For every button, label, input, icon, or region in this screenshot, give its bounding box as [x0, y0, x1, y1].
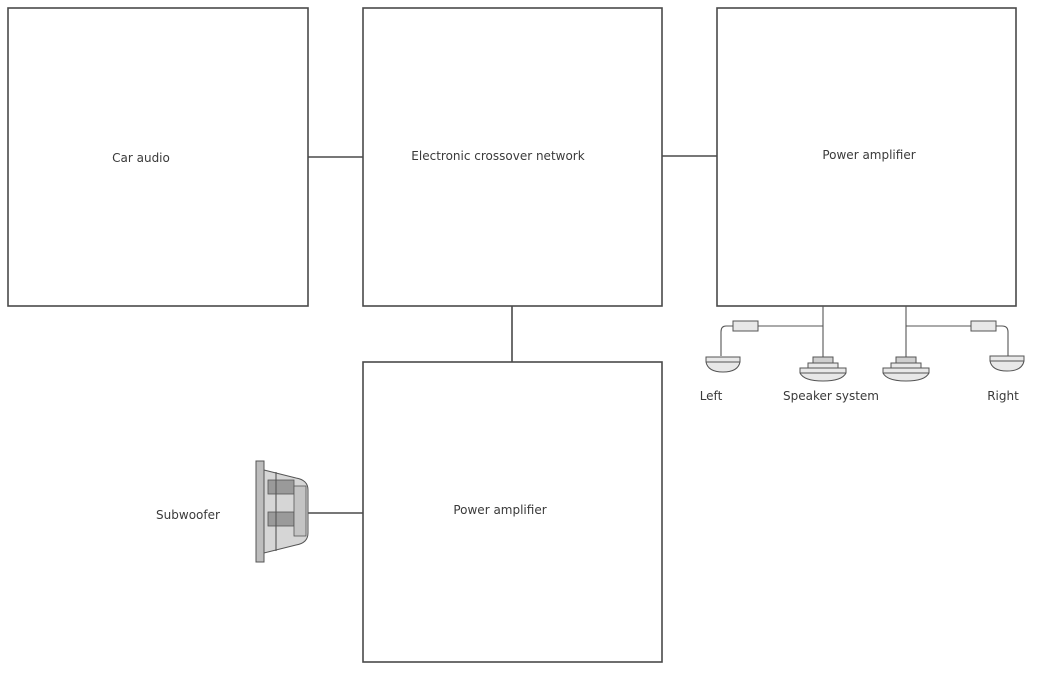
left-filter-icon [732, 320, 759, 332]
right-filter-icon [970, 320, 997, 332]
car-audio-label: Car audio [112, 151, 170, 165]
crossover-block: Electronic crossover network [362, 7, 663, 307]
crossover-label: Electronic crossover network [411, 149, 584, 163]
right-tweeter-icon [989, 355, 1025, 372]
power-amplifier-bottom-label: Power amplifier [453, 503, 546, 517]
speaker-system-label: Speaker system [783, 389, 879, 403]
power-amplifier-bottom-block: Power amplifier [362, 361, 663, 663]
right-speaker-label: Right [987, 389, 1019, 403]
speaker-system-left-woofer-icon [799, 356, 847, 382]
subwoofer-icon [255, 460, 309, 563]
speaker-system-right-woofer-icon [882, 356, 930, 382]
power-amplifier-top-label: Power amplifier [822, 148, 915, 162]
speaker-wiring [720, 306, 1009, 358]
power-amplifier-top-block: Power amplifier [716, 7, 1017, 307]
subwoofer-label: Subwoofer [156, 508, 220, 522]
car-audio-block: Car audio [7, 7, 309, 307]
left-speaker-label: Left [700, 389, 723, 403]
left-tweeter-icon [705, 356, 741, 373]
